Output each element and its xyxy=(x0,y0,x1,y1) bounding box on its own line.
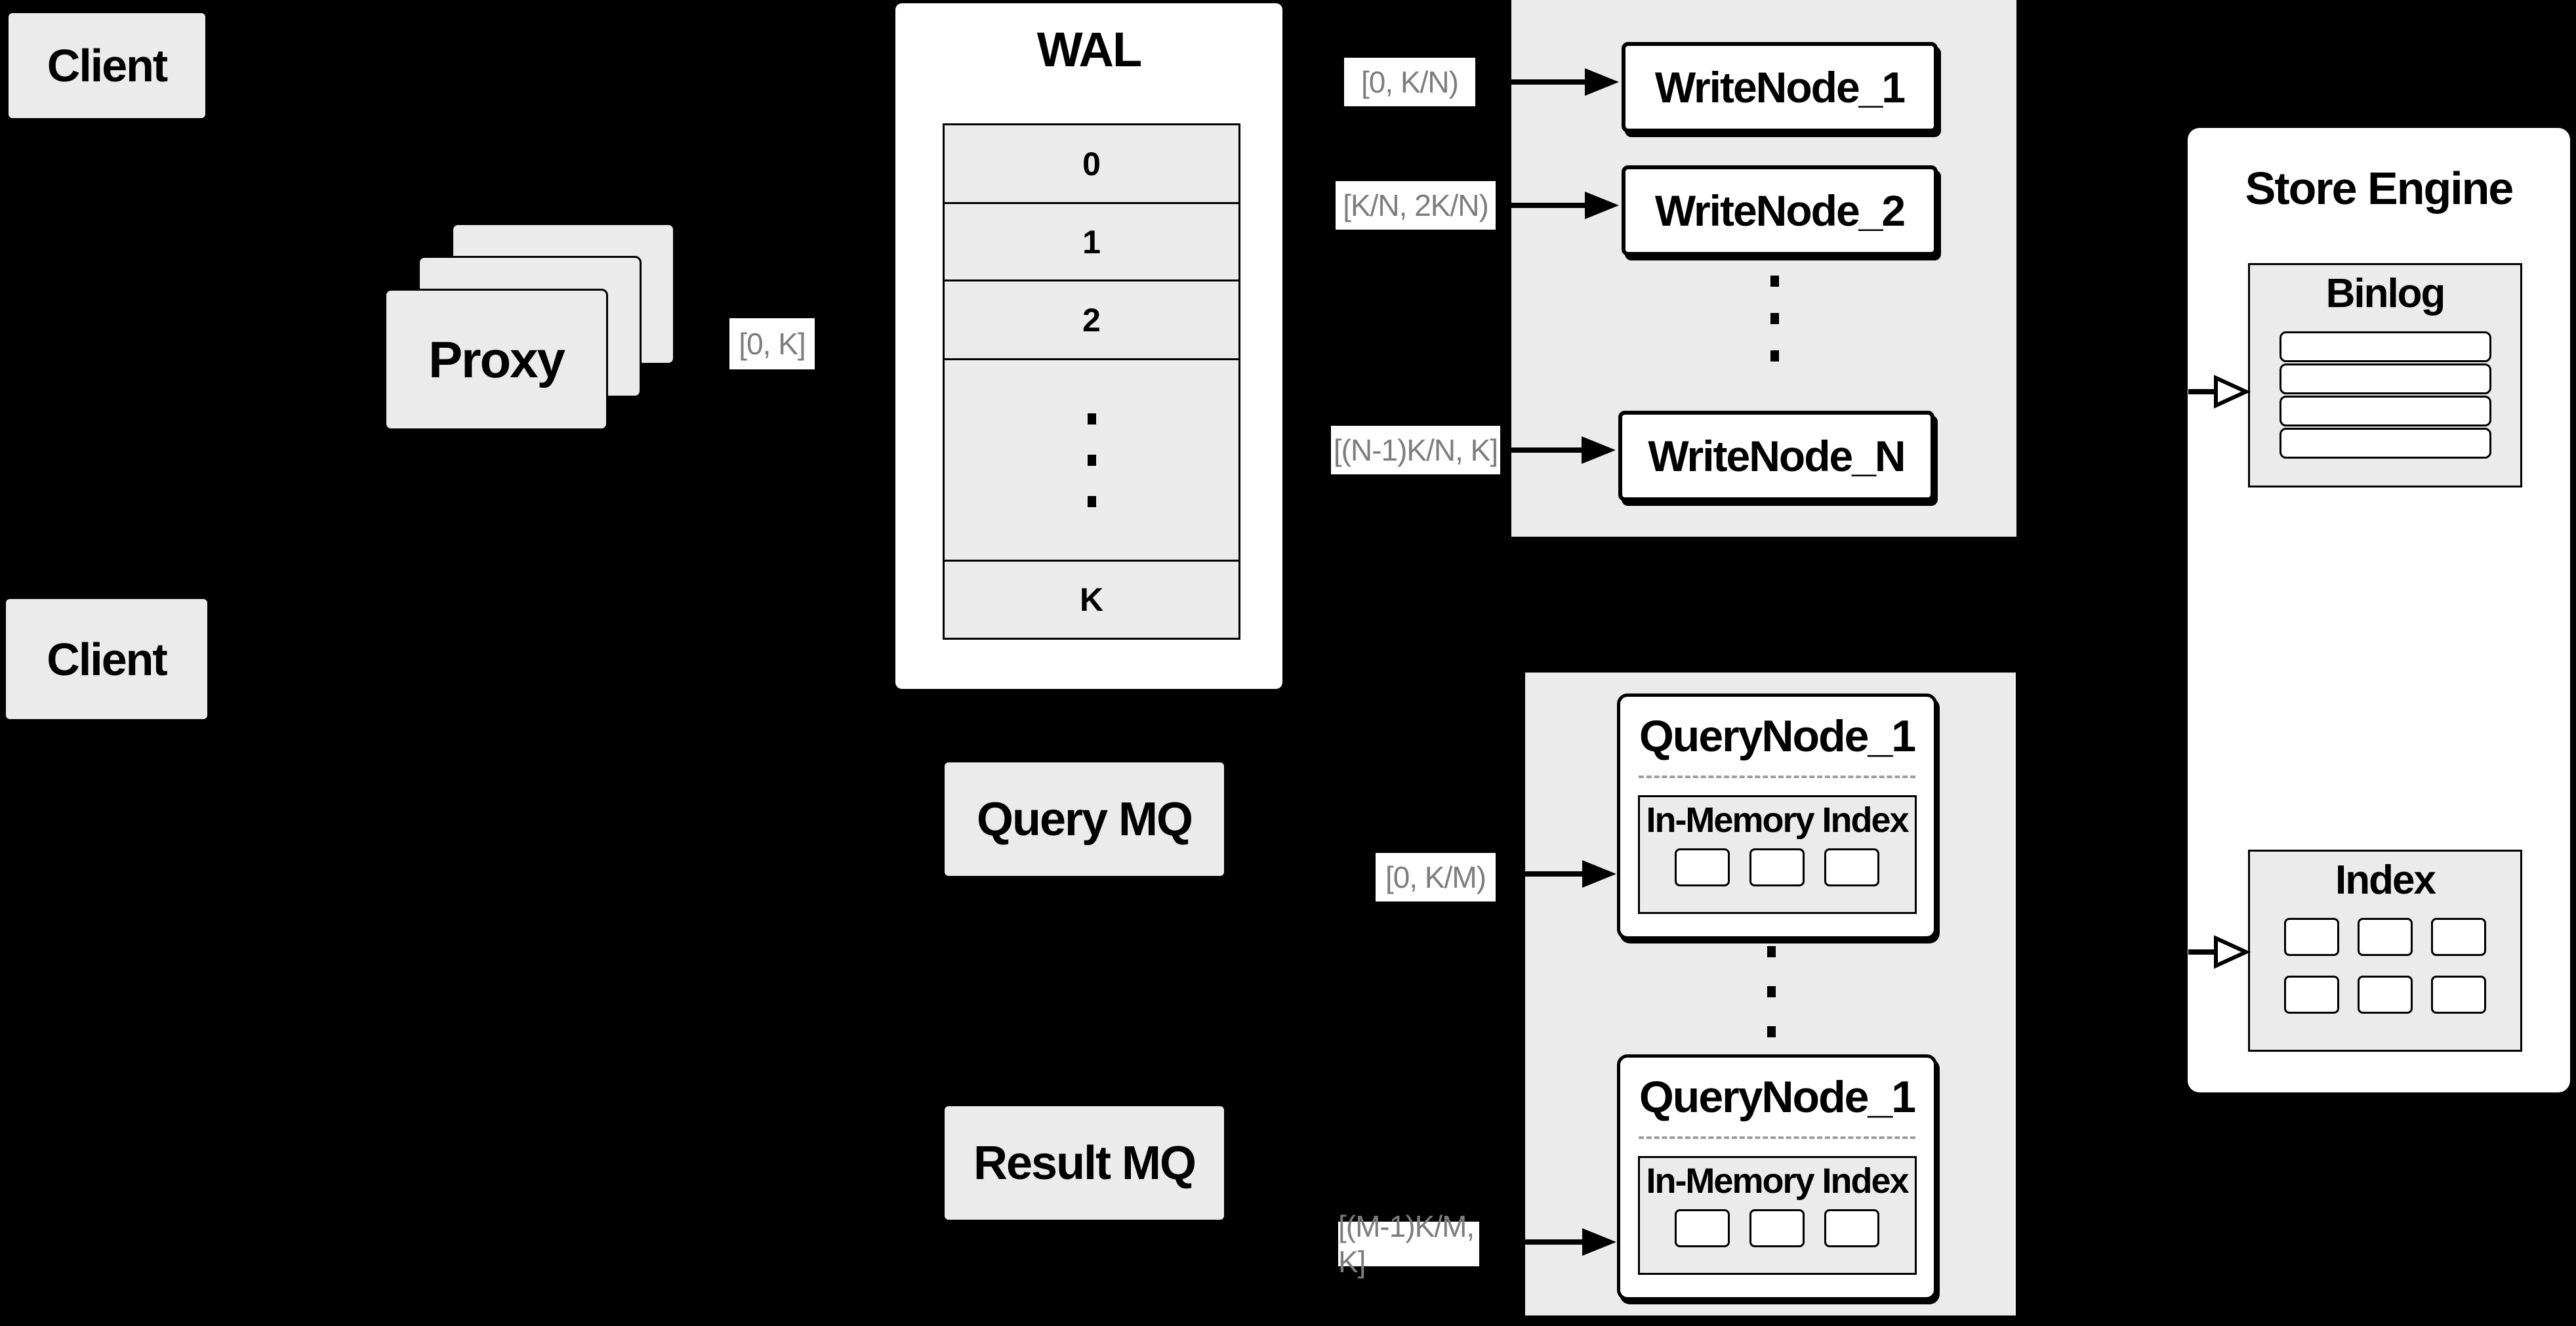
in-memory-index-box: In-Memory Index xyxy=(1637,795,1917,914)
client-bottom-box: Client xyxy=(6,599,207,719)
index-segment xyxy=(2358,918,2413,956)
wal-row-1: 1 xyxy=(945,204,1238,281)
arrow-head-write-1 xyxy=(1585,68,1619,96)
write-node-2-box: WriteNode_2 xyxy=(1622,165,1938,256)
dot xyxy=(1770,313,1779,324)
dot xyxy=(1087,454,1096,466)
client-top-label: Client xyxy=(47,40,168,91)
arrow-head-query-m xyxy=(1582,1228,1616,1256)
index-segment xyxy=(2284,976,2339,1014)
dot xyxy=(1087,413,1096,425)
write-node-1-box: WriteNode_1 xyxy=(1622,42,1938,133)
binlog-row xyxy=(2279,428,2491,459)
query-mq-box: Query MQ xyxy=(945,762,1224,876)
arrow-head-write-2 xyxy=(1585,192,1619,219)
result-mq-box: Result MQ xyxy=(945,1106,1224,1220)
index-segment xyxy=(1675,848,1730,886)
index-grid xyxy=(2250,918,2520,1014)
index-segment xyxy=(1824,1209,1879,1247)
range-label-query-m: [(M-1)K/M, K] xyxy=(1338,1209,1479,1279)
store-engine-title: Store Engine xyxy=(2245,163,2514,214)
dot xyxy=(1087,495,1096,507)
dot xyxy=(1770,350,1779,362)
index-segment xyxy=(1749,848,1805,886)
binlog-row xyxy=(2279,396,2491,426)
write-node-2-label: WriteNode_2 xyxy=(1654,186,1906,235)
write-node-n-box: WriteNode_N xyxy=(1618,411,1934,501)
index-segment xyxy=(2431,976,2486,1014)
dashed-divider xyxy=(1639,1136,1915,1139)
range-label-write-n: [(N-1)K/N, K] xyxy=(1331,426,1500,474)
query-node-1-label: QueryNode_1 xyxy=(1639,711,1916,761)
query-node-2-box: QueryNode_1 In-Memory Index xyxy=(1617,1054,1937,1300)
wal-row-k: K xyxy=(945,562,1238,638)
index-segment xyxy=(2284,918,2339,956)
open-arrow-to-index xyxy=(2188,935,2251,969)
range-label-write-2: [K/N, 2K/N) xyxy=(1336,181,1496,230)
index-segment xyxy=(2358,976,2413,1014)
query-node-ellipsis-dots xyxy=(1767,946,1776,1037)
write-node-ellipsis-dots xyxy=(1770,276,1779,362)
open-arrow-to-binlog xyxy=(2188,375,2251,409)
in-memory-index-title: In-Memory Index xyxy=(1646,800,1909,840)
dot xyxy=(1770,276,1779,287)
binlog-rows xyxy=(2250,331,2520,459)
write-node-n-label: WriteNode_N xyxy=(1648,432,1906,480)
client-bottom-label: Client xyxy=(47,633,167,685)
index-segment xyxy=(2431,918,2486,956)
proxy-box-front: Proxy xyxy=(384,289,608,430)
dashed-divider xyxy=(1639,776,1915,778)
binlog-row xyxy=(2279,331,2491,362)
index-box: Index xyxy=(2248,850,2522,1052)
index-grid-row xyxy=(2284,918,2486,956)
binlog-box: Binlog xyxy=(2248,263,2522,487)
query-node-2-label: QueryNode_1 xyxy=(1639,1072,1916,1122)
arrow-shaft xyxy=(1482,1239,1582,1245)
write-node-1-label: WriteNode_1 xyxy=(1654,63,1906,112)
range-label-write-1: [0, K/N) xyxy=(1344,58,1475,106)
dot xyxy=(1767,986,1776,997)
arrow-head-query-1 xyxy=(1582,860,1616,888)
binlog-title: Binlog xyxy=(2325,271,2446,316)
client-top-box: Client xyxy=(9,13,205,118)
index-grid-row xyxy=(2284,976,2486,1014)
arrow-shaft xyxy=(1499,871,1582,877)
query-node-1-box: QueryNode_1 In-Memory Index xyxy=(1617,694,1937,940)
in-memory-index-segments xyxy=(1640,848,1915,886)
in-memory-index-box: In-Memory Index xyxy=(1637,1156,1917,1275)
index-title: Index xyxy=(2335,858,2436,903)
index-segment xyxy=(1824,848,1879,886)
wal-box: WAL 0 1 2 K xyxy=(895,3,1282,689)
ellipsis-dots xyxy=(1087,413,1096,507)
range-label-query-1: [0, K/M) xyxy=(1376,853,1496,901)
dot xyxy=(1767,1026,1776,1037)
wal-row-ellipsis xyxy=(945,360,1238,562)
wal-table: 0 1 2 K xyxy=(943,123,1240,640)
index-segment xyxy=(1675,1209,1730,1247)
range-label-0-k: [0, K] xyxy=(729,318,815,369)
dot xyxy=(1767,946,1776,957)
arrow-head-write-n xyxy=(1582,436,1616,464)
index-segment xyxy=(1749,1209,1805,1247)
in-memory-index-segments xyxy=(1640,1209,1915,1247)
arrow-shaft xyxy=(1499,203,1585,208)
wal-row-2: 2 xyxy=(945,281,1238,360)
arrow-shaft xyxy=(1503,447,1583,453)
binlog-row xyxy=(2279,363,2491,394)
proxy-label: Proxy xyxy=(428,330,565,388)
wal-title: WAL xyxy=(1036,22,1142,77)
in-memory-index-title: In-Memory Index xyxy=(1646,1161,1909,1201)
wal-row-0: 0 xyxy=(945,125,1238,204)
arrow-shaft xyxy=(1479,79,1585,85)
